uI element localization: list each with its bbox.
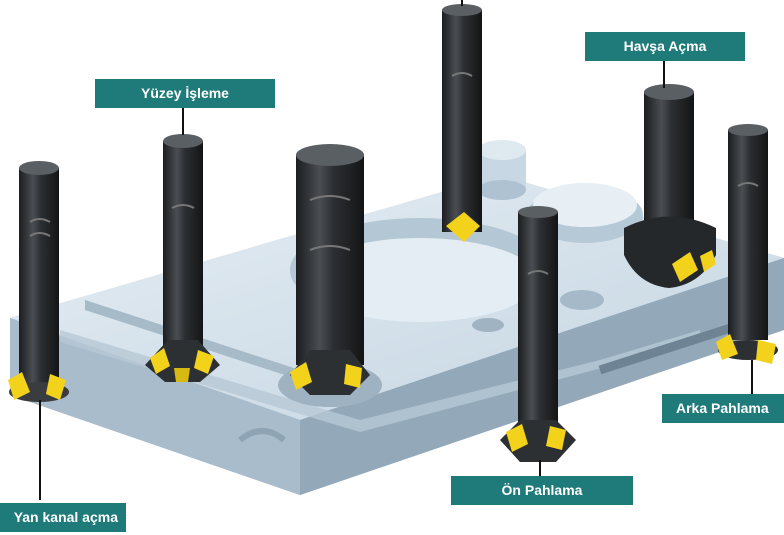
face-milling-tool — [145, 134, 220, 382]
back-chamfering-label: Arka Pahlama — [662, 394, 784, 423]
back-chamfering-tool — [716, 124, 778, 364]
front-chamfering-label: Ön Pahlama — [451, 476, 633, 505]
grooving-tool — [8, 161, 69, 402]
shell-mill-tool — [290, 144, 370, 395]
small-hole — [560, 290, 604, 310]
leader-lines — [39, 0, 753, 500]
countersunk-hole — [472, 318, 504, 332]
raised-boss — [478, 140, 526, 200]
grooving-label: Yan kanal açma — [0, 503, 126, 532]
center-tool — [442, 4, 482, 242]
front-chamfering-tool — [500, 206, 576, 462]
countersinking-tool — [624, 84, 716, 288]
countersinking-label: Havşa Açma — [585, 32, 745, 61]
face-milling-label: Yüzey İşleme — [95, 79, 275, 108]
